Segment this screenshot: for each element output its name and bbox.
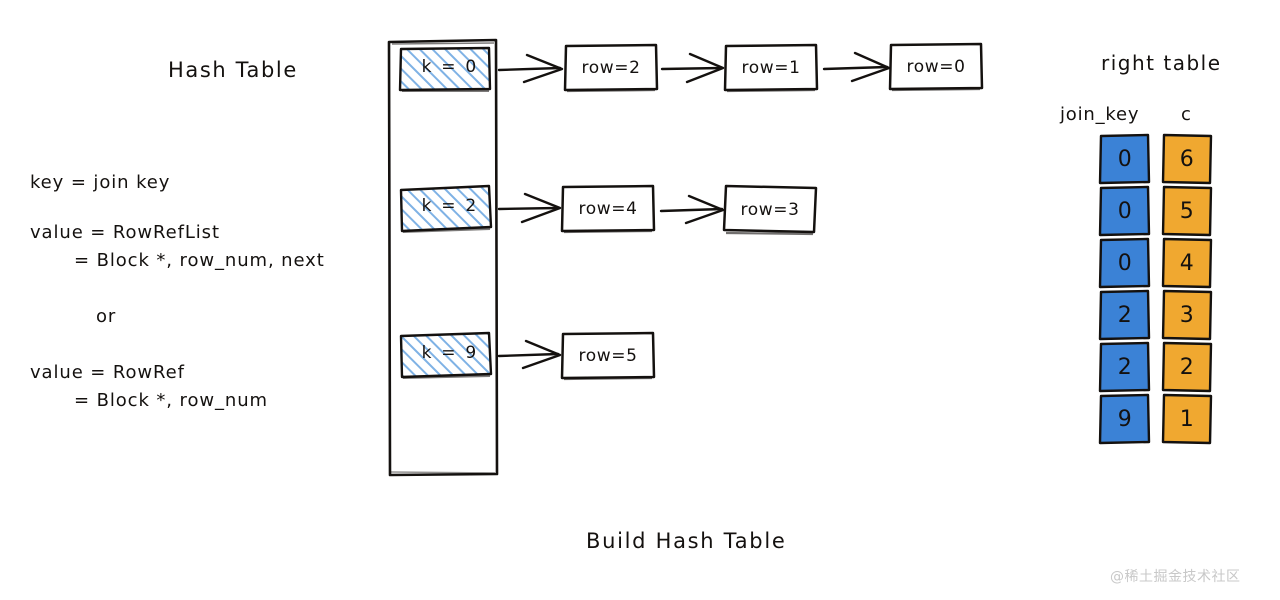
- cell-c-1[interactable]: [1161, 185, 1213, 237]
- hash-table-container: [387, 38, 499, 477]
- cell-join-key-5[interactable]: [1098, 393, 1151, 445]
- chain-arrow-b2-n0: [497, 339, 562, 370]
- legend-line-rowreflist-fields: = Block *, row_num, next: [74, 250, 325, 271]
- cell-c-0[interactable]: [1161, 133, 1213, 185]
- cell-join-key-2[interactable]: [1098, 237, 1151, 289]
- bucket-label-1: k = 2: [421, 196, 479, 216]
- cell-value-c-4: 2: [1179, 355, 1195, 380]
- bucket-label-0: k = 0: [421, 57, 479, 77]
- column-header-join-key: join_key: [1060, 104, 1140, 125]
- cell-value-c-1: 5: [1179, 199, 1195, 224]
- cell-value-join-key-3: 2: [1117, 303, 1133, 328]
- cell-c-4[interactable]: [1161, 341, 1213, 393]
- row-node-label-b0-n0: row=2: [581, 58, 641, 78]
- cell-value-join-key-1: 0: [1117, 199, 1133, 224]
- row-node-label-b1-n1: row=3: [740, 200, 800, 220]
- chain-arrow-b1-n1: [659, 194, 725, 225]
- cell-c-5[interactable]: [1161, 393, 1213, 445]
- chain-arrow-b0-n1: [660, 52, 725, 84]
- cell-value-c-2: 4: [1179, 251, 1195, 276]
- row-node-b2-n0[interactable]: [560, 331, 656, 381]
- cell-join-key-0[interactable]: [1098, 133, 1151, 185]
- cell-value-c-3: 3: [1179, 303, 1195, 328]
- row-node-b1-n1[interactable]: [722, 184, 818, 236]
- right-table-title: right table: [1101, 51, 1222, 75]
- row-node-label-b0-n2: row=0: [906, 57, 966, 77]
- cell-value-join-key-5: 9: [1117, 407, 1133, 432]
- legend-line-value-rowreflist: value = RowRefList: [30, 222, 220, 243]
- chain-arrow-b0-n0: [497, 53, 564, 84]
- cell-join-key-1[interactable]: [1098, 185, 1151, 237]
- cell-c-3[interactable]: [1161, 289, 1213, 341]
- cell-join-key-4[interactable]: [1098, 341, 1151, 393]
- row-node-b1-n0[interactable]: [560, 184, 656, 234]
- right-table-cells: [1098, 133, 1213, 445]
- diagram-caption: Build Hash Table: [586, 529, 787, 553]
- cell-value-c-5: 1: [1179, 407, 1195, 432]
- legend-line-value-rowref: value = RowRef: [30, 362, 185, 383]
- cell-value-join-key-2: 0: [1117, 251, 1133, 276]
- legend-line-or: or: [96, 306, 117, 327]
- chain-arrow-b0-n2: [822, 51, 891, 83]
- row-node-label-b0-n1: row=1: [741, 58, 801, 78]
- cell-c-2[interactable]: [1161, 237, 1213, 289]
- row-node-b0-n1[interactable]: [723, 43, 819, 93]
- watermark: @稀土掘金技术社区: [1110, 569, 1241, 585]
- cell-value-c-0: 6: [1179, 147, 1195, 172]
- row-node-b0-n0[interactable]: [563, 43, 659, 93]
- column-header-c: c: [1181, 104, 1192, 125]
- hash-bucket-2[interactable]: [399, 331, 493, 379]
- row-node-b0-n2[interactable]: [888, 42, 984, 92]
- hash-bucket-0[interactable]: [398, 46, 492, 92]
- chain-arrow-b1-n0: [497, 192, 562, 224]
- hash-bucket-1[interactable]: [399, 184, 493, 233]
- row-node-label-b1-n0: row=4: [578, 199, 638, 219]
- cell-join-key-3[interactable]: [1098, 289, 1151, 341]
- legend-line-rowref-fields: = Block *, row_num: [74, 390, 268, 411]
- bucket-label-2: k = 9: [421, 343, 479, 363]
- cell-value-join-key-0: 0: [1117, 147, 1133, 172]
- cell-value-join-key-4: 2: [1117, 355, 1133, 380]
- hash-table-title: Hash Table: [168, 58, 298, 82]
- row-node-label-b2-n0: row=5: [578, 346, 638, 366]
- legend-line-key: key = join key: [30, 172, 171, 193]
